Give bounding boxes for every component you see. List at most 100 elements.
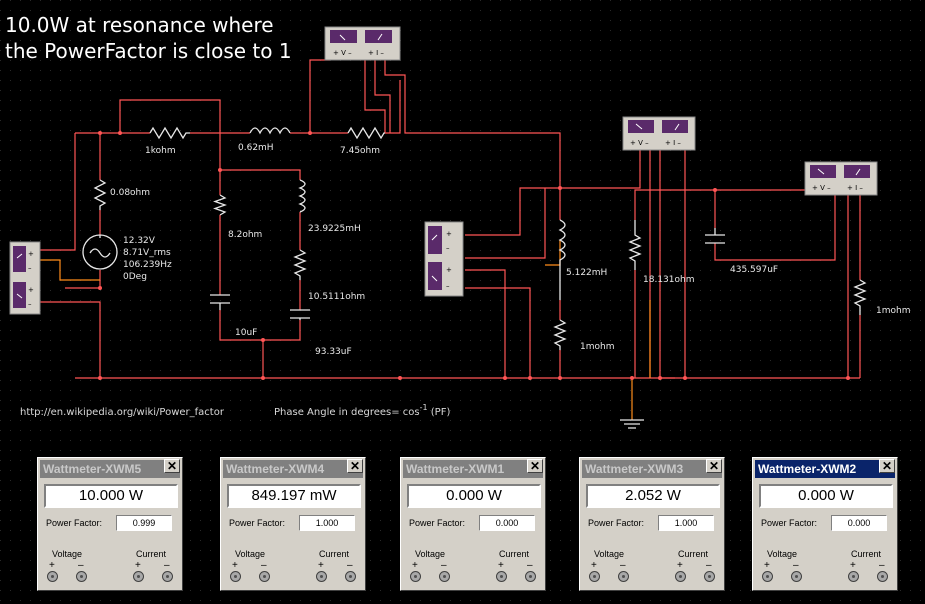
phase-angle-tail: (PF): [428, 407, 451, 418]
svg-text:+ I –: + I –: [665, 139, 681, 147]
label-18131ohm: 18.131ohm: [643, 275, 694, 285]
resistor-1mohm-a: [553, 319, 567, 350]
power-factor-value: 0.999: [116, 515, 172, 531]
voltage-minus-terminal[interactable]: [791, 571, 802, 582]
current-minus-terminal[interactable]: [704, 571, 715, 582]
label-1kohm: 1kohm: [145, 146, 176, 156]
power-factor-label: Power Factor:: [588, 518, 645, 528]
power-factor-label: Power Factor:: [46, 518, 103, 528]
power-reading: 849.197 mW: [227, 484, 361, 508]
svg-text:+ V –: + V –: [333, 49, 352, 57]
window-title[interactable]: Wattmeter-XWM5: [40, 460, 180, 478]
svg-text:+: +: [446, 230, 452, 238]
label-435uf: 435.597uF: [730, 265, 778, 275]
wattmeter-window[interactable]: Wattmeter-XWM3 ✕ 2.052 W Power Factor: 1…: [579, 457, 725, 591]
wattmeter-window[interactable]: Wattmeter-XWM2 ✕ 0.000 W Power Factor: 0…: [752, 457, 898, 591]
current-minus-terminal[interactable]: [877, 571, 888, 582]
phase-angle-note: Phase Angle in degrees= cos-1 (PF): [274, 403, 450, 418]
voltage-plus-terminal[interactable]: [47, 571, 58, 582]
resistor-008ohm: [93, 179, 107, 210]
close-icon[interactable]: ✕: [879, 459, 895, 473]
power-factor-value: 0.000: [831, 515, 887, 531]
current-plus-sign: +: [318, 560, 324, 571]
voltage-label: Voltage: [767, 549, 798, 559]
voltage-minus-sign: –: [441, 560, 447, 571]
close-icon[interactable]: ✕: [164, 459, 180, 473]
wattmeter-symbol-top[interactable]: + V – + I –: [324, 26, 401, 61]
wattmeter-symbol-xwm5[interactable]: + – + –: [9, 241, 41, 315]
label-10uf: 10uF: [235, 328, 257, 338]
window-title[interactable]: Wattmeter-XWM1: [403, 460, 543, 478]
svg-text:+ V –: + V –: [812, 184, 831, 192]
voltage-plus-sign: +: [412, 560, 418, 571]
label-1051ohm: 10.5111ohm: [308, 292, 365, 302]
label-source-f: 106.239Hz: [123, 260, 172, 270]
power-factor-value: 1.000: [658, 515, 714, 531]
capacitor-10uf: [210, 294, 230, 310]
window-title[interactable]: Wattmeter-XWM3: [582, 460, 722, 478]
power-factor-label: Power Factor:: [761, 518, 818, 528]
capacitor-9333uf: [290, 309, 310, 320]
resistor-1kohm: [149, 126, 190, 140]
current-minus-terminal[interactable]: [162, 571, 173, 582]
svg-text:–: –: [446, 244, 450, 252]
label-82ohm: 8.2ohm: [228, 230, 262, 240]
label-5122mh: 5.122mH: [566, 268, 607, 278]
label-1mohm-b: 1mohm: [876, 306, 910, 316]
voltage-minus-sign: –: [261, 560, 267, 571]
wattmeter-symbol-xwm1[interactable]: + – + –: [424, 221, 464, 297]
capacitor-435uf: [705, 228, 725, 244]
voltage-minus-terminal[interactable]: [76, 571, 87, 582]
voltage-minus-terminal[interactable]: [439, 571, 450, 582]
close-icon[interactable]: ✕: [527, 459, 543, 473]
window-title[interactable]: Wattmeter-XWM2: [755, 460, 895, 478]
voltage-plus-sign: +: [232, 560, 238, 571]
current-plus-terminal[interactable]: [316, 571, 327, 582]
power-reading: 2.052 W: [586, 484, 720, 508]
current-plus-sign: +: [850, 560, 856, 571]
voltage-minus-terminal[interactable]: [618, 571, 629, 582]
svg-text:+: +: [28, 286, 34, 294]
title-line-2: the PowerFactor is close to 1: [5, 39, 292, 63]
wattmeter-window[interactable]: Wattmeter-XWM4 ✕ 849.197 mW Power Factor…: [220, 457, 366, 591]
close-icon[interactable]: ✕: [347, 459, 363, 473]
voltage-plus-terminal[interactable]: [589, 571, 600, 582]
power-factor-value: 0.000: [479, 515, 535, 531]
wattmeter-window[interactable]: Wattmeter-XWM5 ✕ 10.000 W Power Factor: …: [37, 457, 183, 591]
inductor-5122mh: [558, 219, 566, 300]
phase-angle-sup: -1: [420, 403, 428, 412]
close-icon[interactable]: ✕: [706, 459, 722, 473]
wattmeter-symbol-xwm3[interactable]: + V – + I –: [804, 161, 878, 196]
current-plus-terminal[interactable]: [496, 571, 507, 582]
window-title[interactable]: Wattmeter-XWM4: [223, 460, 363, 478]
resistor-82ohm: [213, 194, 227, 216]
svg-text:+ I –: + I –: [368, 49, 384, 57]
voltage-plus-terminal[interactable]: [410, 571, 421, 582]
wattmeter-symbol-xwm4[interactable]: + V – + I –: [622, 116, 696, 151]
voltage-label: Voltage: [235, 549, 266, 559]
power-reading: 0.000 W: [407, 484, 541, 508]
voltage-plus-sign: +: [49, 560, 55, 571]
voltage-plus-sign: +: [764, 560, 770, 571]
current-plus-terminal[interactable]: [848, 571, 859, 582]
resistor-1051ohm: [293, 249, 307, 280]
wikipedia-url[interactable]: http://en.wikipedia.org/wiki/Power_facto…: [20, 407, 225, 418]
voltage-plus-terminal[interactable]: [230, 571, 241, 582]
current-plus-terminal[interactable]: [133, 571, 144, 582]
label-239mh: 23.9225mH: [308, 224, 361, 234]
svg-text:+ I –: + I –: [847, 184, 863, 192]
current-minus-terminal[interactable]: [345, 571, 356, 582]
label-008ohm: 0.08ohm: [110, 188, 150, 198]
wattmeter-window[interactable]: Wattmeter-XWM1 ✕ 0.000 W Power Factor: 0…: [400, 457, 546, 591]
voltage-minus-terminal[interactable]: [259, 571, 270, 582]
voltage-label: Voltage: [594, 549, 625, 559]
current-minus-terminal[interactable]: [525, 571, 536, 582]
voltage-minus-sign: –: [78, 560, 84, 571]
svg-text:+: +: [446, 266, 452, 274]
wires-red: [40, 59, 861, 379]
current-minus-sign: –: [879, 560, 885, 571]
power-reading: 10.000 W: [44, 484, 178, 508]
voltage-plus-terminal[interactable]: [762, 571, 773, 582]
current-plus-terminal[interactable]: [675, 571, 686, 582]
resistor-1mohm-b: [853, 279, 867, 315]
